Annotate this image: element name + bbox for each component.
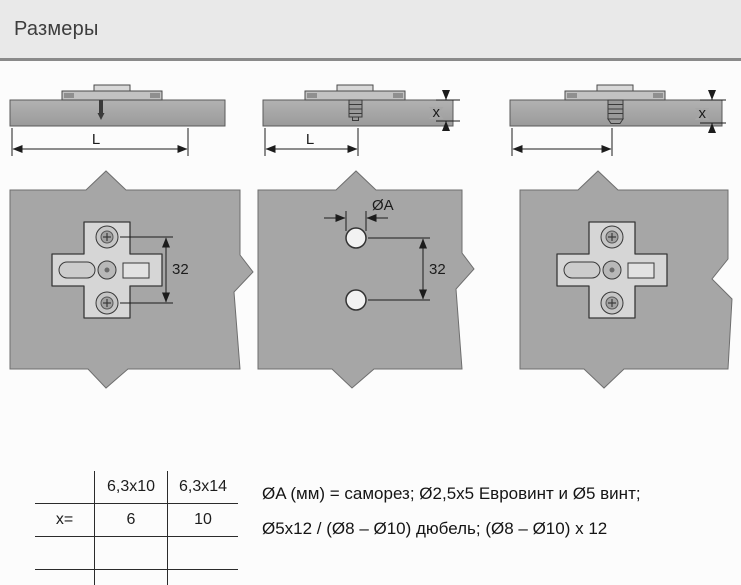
page-header: Размеры <box>0 0 741 58</box>
plate-window <box>122 262 150 279</box>
header-divider <box>0 58 741 61</box>
front-panel-2 <box>257 170 475 389</box>
table-cell-empty <box>95 570 168 585</box>
side-view-screw-mount <box>9 84 226 127</box>
dim-line-3 <box>511 128 613 156</box>
table-col-header: 6,3x14 <box>168 471 238 504</box>
panel-fragment-2 <box>257 170 475 389</box>
dowel-tip <box>607 118 624 124</box>
spec-table: 6,3x10 6,3x14 x= 6 10 <box>35 471 238 585</box>
table-cell-empty <box>168 537 238 570</box>
board-side-1 <box>9 99 226 127</box>
dim-label-x-3: x <box>699 105 707 122</box>
adjust-slot <box>563 261 601 279</box>
dim-label-diameter-A: ØA <box>372 197 394 214</box>
dim-label-x-2: x <box>433 104 441 121</box>
screw-tip <box>97 113 105 120</box>
plate-window <box>627 262 655 279</box>
cam-center <box>609 267 615 273</box>
plate-detail <box>653 93 663 98</box>
plate-detail <box>64 93 74 98</box>
dim-x-2: x <box>431 90 460 131</box>
screw-shaft <box>99 100 103 113</box>
dim-diameter-A: ØA <box>324 195 396 231</box>
table-cell-empty <box>35 471 95 504</box>
table-cell-value: 6 <box>95 504 168 537</box>
plate-detail <box>567 93 577 98</box>
table-cell-empty <box>35 537 95 570</box>
dim-32-2: 32 <box>368 237 448 301</box>
table-cell-empty <box>95 537 168 570</box>
mounting-plate-side-1 <box>61 90 163 101</box>
adjust-slot <box>58 261 96 279</box>
dim-label-L-1: L <box>92 131 100 148</box>
cam-center <box>104 267 110 273</box>
note-line-2: Ø5x12 / (Ø8 – Ø10) дюбель; (Ø8 – Ø10) x … <box>262 519 608 538</box>
plate-detail <box>150 93 160 98</box>
mounting-plate-side-2 <box>304 90 406 101</box>
plate-detail <box>393 93 403 98</box>
table-cell-empty <box>168 570 238 585</box>
euroscrew-tip <box>352 116 359 121</box>
dim-32-1: 32 <box>120 236 189 304</box>
dim-label-32-1: 32 <box>172 261 189 278</box>
plate-cam-1 <box>93 84 131 92</box>
table-cell-value: 10 <box>168 504 238 537</box>
drill-hole-bottom <box>345 289 367 311</box>
table-cell-empty <box>35 570 95 585</box>
table-col-header: 6,3x10 <box>95 471 168 504</box>
front-panel-1 <box>9 170 254 389</box>
dim-x-3: x <box>697 90 726 133</box>
dimension-diagrams: L L x <box>9 84 733 389</box>
dim-L-2: L <box>264 128 359 156</box>
page-title: Размеры <box>14 17 99 40</box>
dim-label-32-2: 32 <box>429 261 446 278</box>
plate-cam-2 <box>336 84 374 92</box>
note-line-1: ØA (мм) = саморез; Ø2,5x5 Евровинт и Ø5 … <box>262 484 641 503</box>
plate-cam-3 <box>596 84 634 92</box>
mounting-plate-side-3 <box>564 90 666 101</box>
dim-L-1: L <box>11 128 189 156</box>
table-row-label: x= <box>35 504 95 537</box>
plate-detail <box>307 93 317 98</box>
side-view-euroscrew-mount <box>262 84 454 127</box>
side-view-dowel-mount <box>509 84 723 127</box>
dim-label-L-2: L <box>306 131 314 148</box>
drill-hole-top <box>345 227 367 249</box>
front-panel-3 <box>519 170 733 389</box>
spec-notes: ØA (мм) = саморез; Ø2,5x5 Евровинт и Ø5 … <box>262 476 641 546</box>
